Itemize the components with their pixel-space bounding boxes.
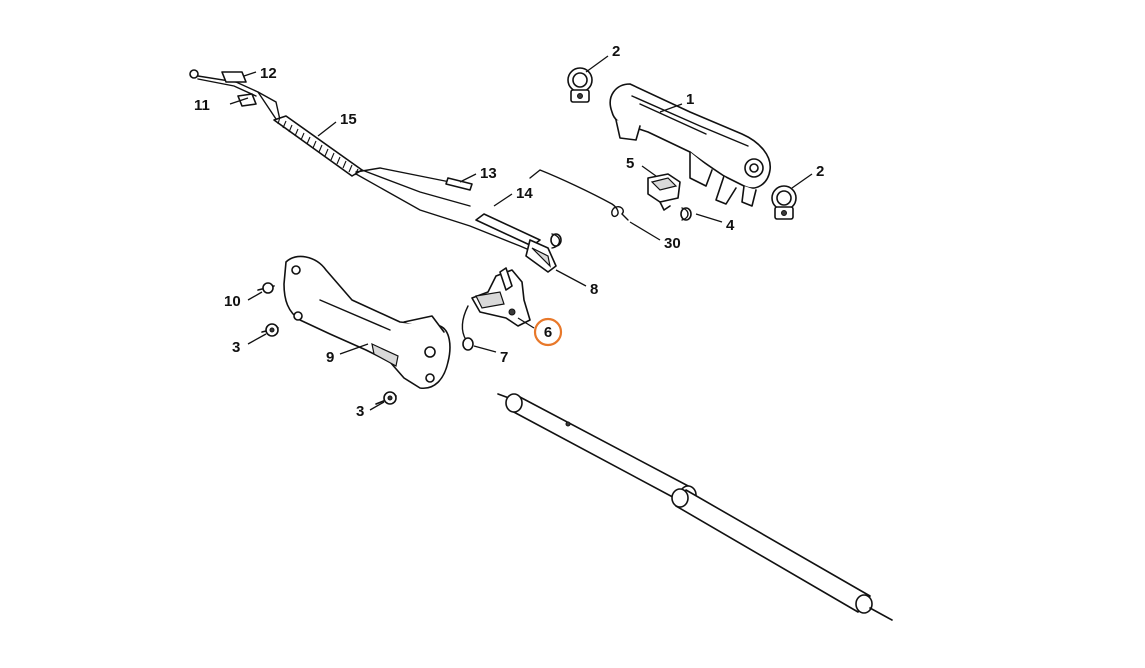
callout-labels: 2 1 2 5 4 30 12 11 15 13 14 8 7 9 10 3 3… <box>194 43 824 420</box>
part-throttle-rod <box>475 213 562 273</box>
callout-throttle-trigger[interactable]: 6 <box>544 324 552 341</box>
callout-screw-10: 10 <box>224 293 241 310</box>
part-clamp-right <box>771 185 797 220</box>
part-throttle-trigger <box>471 267 531 327</box>
part-clamp-top <box>567 67 593 103</box>
callout-right-clamp: 2 <box>816 163 824 180</box>
part-screw-10 <box>257 282 275 294</box>
callout-loop-handle: 1 <box>686 91 694 108</box>
callout-throttle-rod: 14 <box>516 185 533 202</box>
callout-connector: 12 <box>260 65 277 82</box>
callout-lever: 8 <box>590 281 598 298</box>
part-spring-7 <box>461 305 474 351</box>
callout-screw-3-upper: 3 <box>232 339 240 356</box>
callout-spring-4: 4 <box>726 217 735 234</box>
part-screw-3-lower <box>375 391 397 405</box>
part-loop-handle <box>609 83 771 207</box>
callout-sleeve: 13 <box>480 165 497 182</box>
part-switch <box>647 173 681 211</box>
highlight-ring[interactable] <box>533 317 563 347</box>
part-torsion-spring <box>529 169 629 221</box>
part-spring-4 <box>680 207 692 221</box>
callout-control-handle: 9 <box>326 349 334 366</box>
callout-spring-7: 7 <box>500 349 508 366</box>
part-screw-3-upper <box>261 323 279 337</box>
callout-sheath: 15 <box>340 111 357 128</box>
part-drive-tube <box>497 393 893 621</box>
callout-switch: 5 <box>626 155 634 172</box>
callout-screw-3-lower: 3 <box>356 403 364 420</box>
part-control-handle <box>283 255 451 389</box>
part-cable-harness <box>189 69 549 259</box>
callout-1-top-clamp: 2 <box>612 43 620 60</box>
callout-6-highlight[interactable]: 6 <box>533 317 563 347</box>
callout-ground-lead: 11 <box>194 97 210 114</box>
callout-torsion-spring: 30 <box>664 235 681 252</box>
leader-lines <box>229 55 813 411</box>
